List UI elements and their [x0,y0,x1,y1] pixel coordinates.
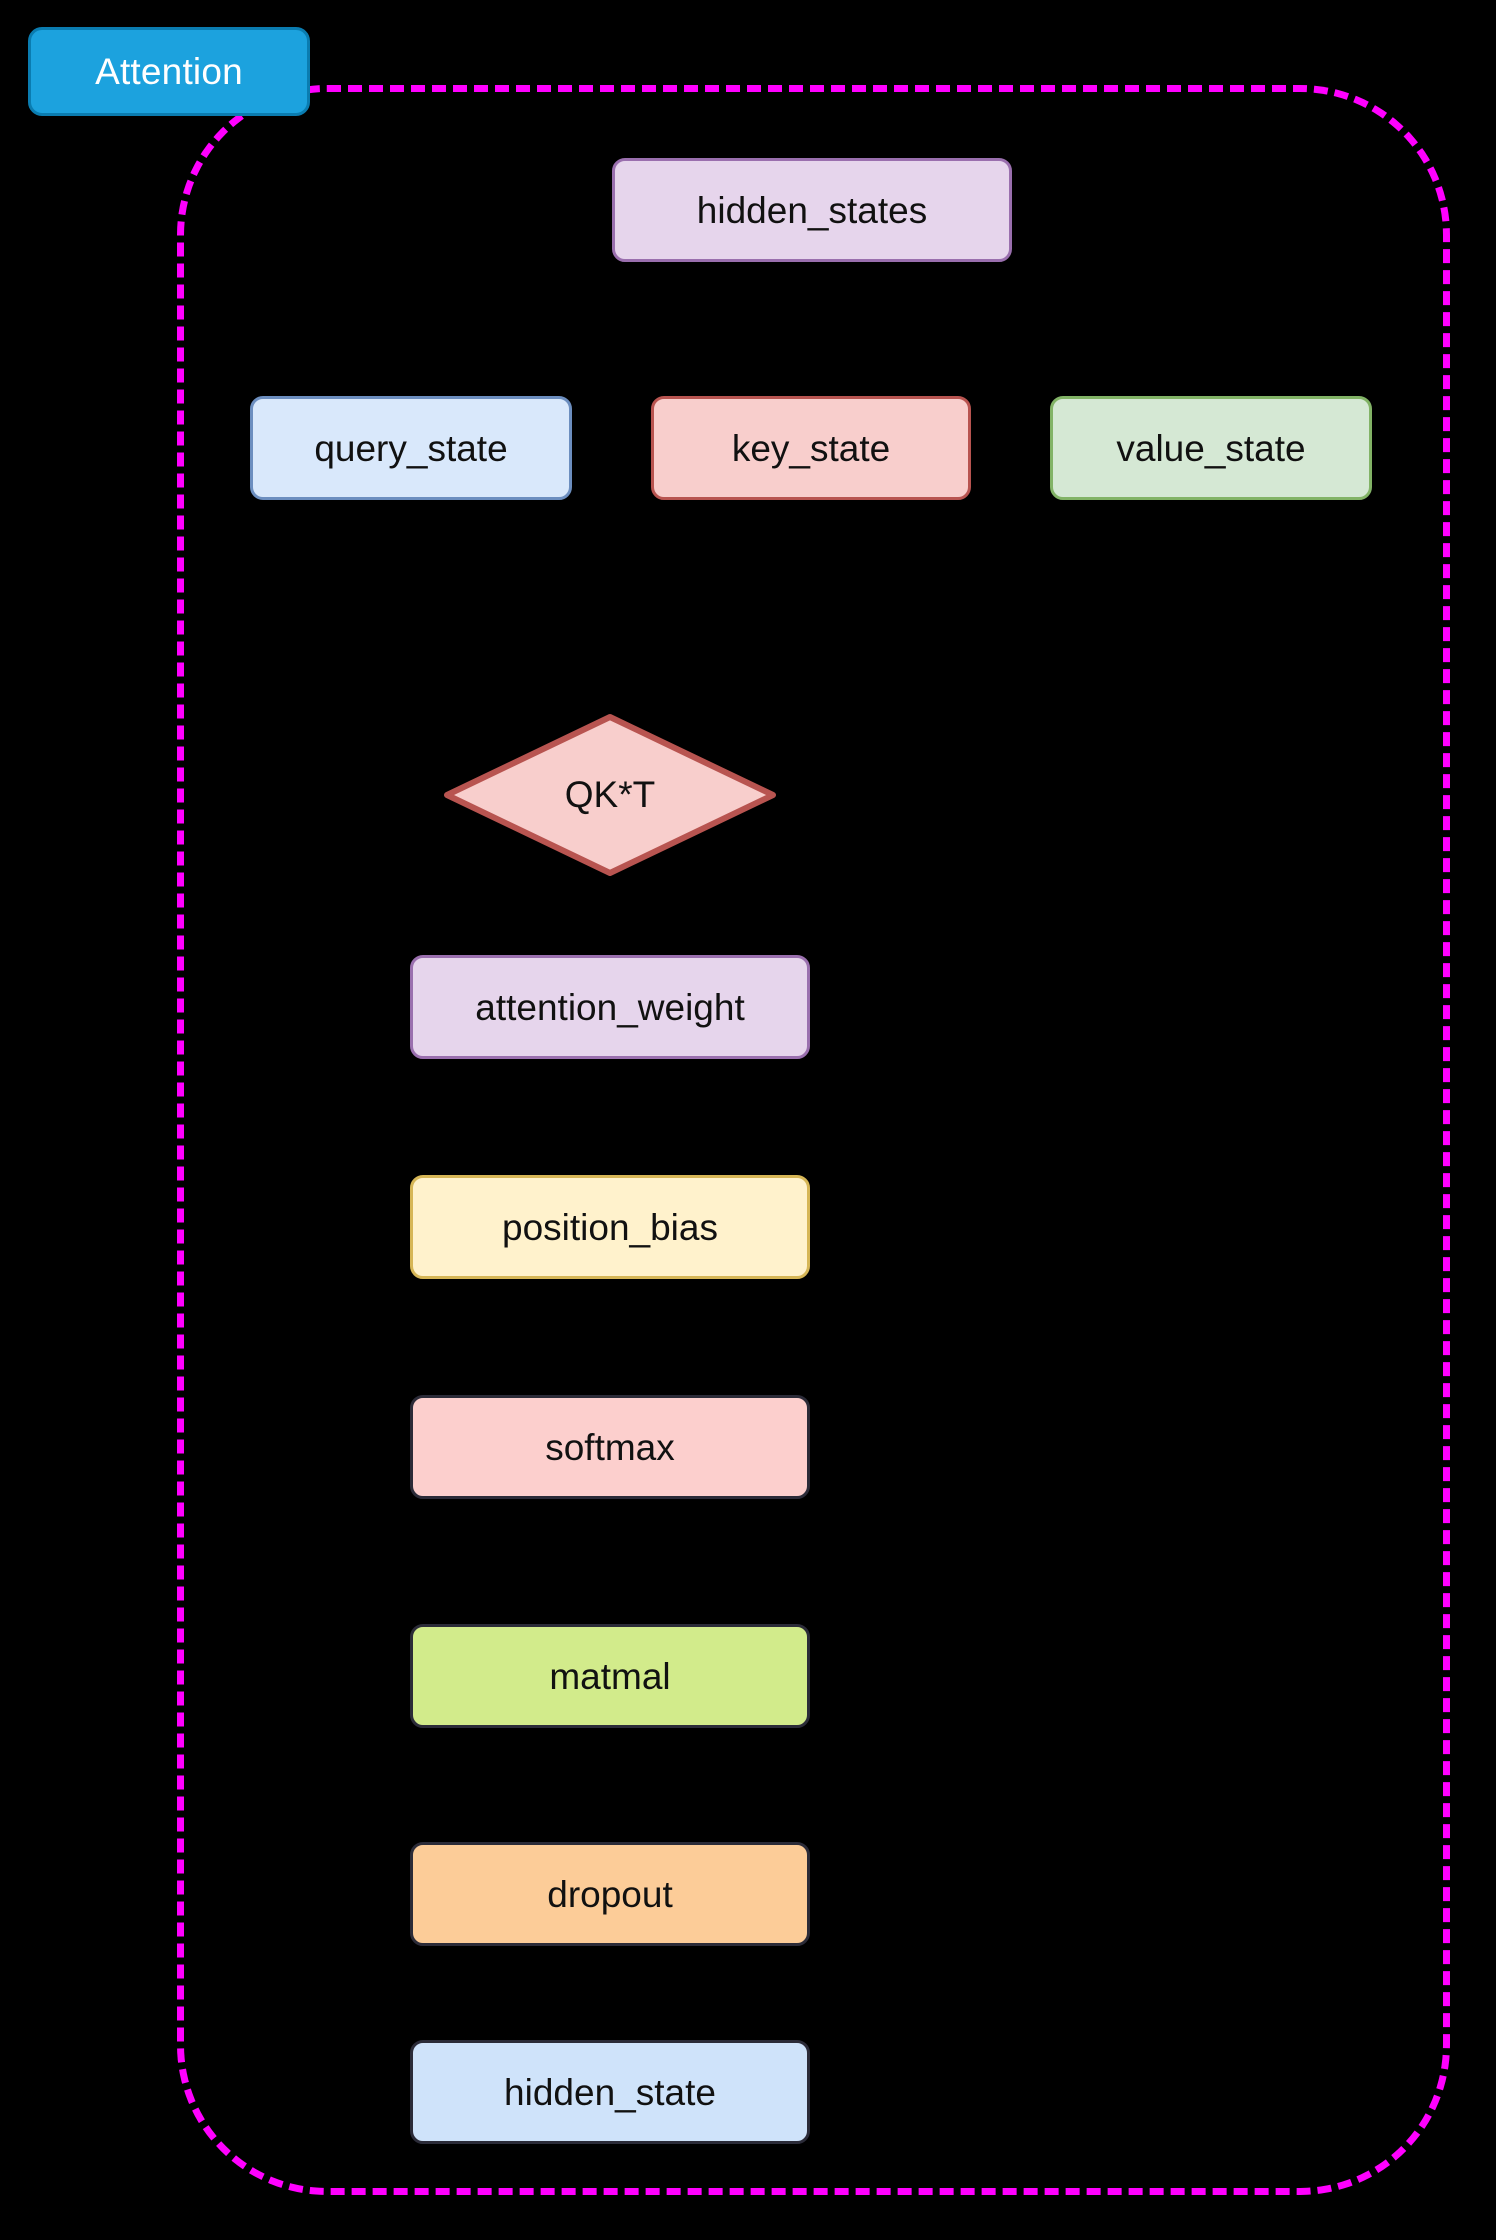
node-key-state-label: key_state [731,427,891,469]
node-dropout-label: dropout [547,1873,673,1915]
diamond-shape-icon [444,714,776,876]
node-value-state[interactable]: value_state [1050,396,1372,500]
node-hidden-states[interactable]: hidden_states [612,158,1012,262]
subgraph-title-attention[interactable]: Attention [28,27,310,116]
node-matmal-label: matmal [549,1655,671,1697]
node-position-bias-label: position_bias [502,1206,718,1248]
node-matmal[interactable]: matmal [410,1624,810,1728]
node-value-state-label: value_state [1116,427,1306,469]
node-attention-weight[interactable]: attention_weight [410,955,810,1059]
node-query-state[interactable]: query_state [250,396,572,500]
node-hidden-states-label: hidden_states [696,189,928,231]
node-query-state-label: query_state [314,427,508,469]
node-key-state[interactable]: key_state [651,396,971,500]
node-softmax-label: softmax [545,1426,675,1468]
node-hidden-state[interactable]: hidden_state [410,2040,810,2144]
node-attention-weight-label: attention_weight [475,986,745,1028]
node-position-bias[interactable]: position_bias [410,1175,810,1279]
subgraph-title-label: Attention [95,50,243,92]
node-softmax[interactable]: softmax [410,1395,810,1499]
node-dropout[interactable]: dropout [410,1842,810,1946]
node-qkt[interactable]: QK*T [444,714,776,876]
node-hidden-state-label: hidden_state [504,2071,716,2113]
